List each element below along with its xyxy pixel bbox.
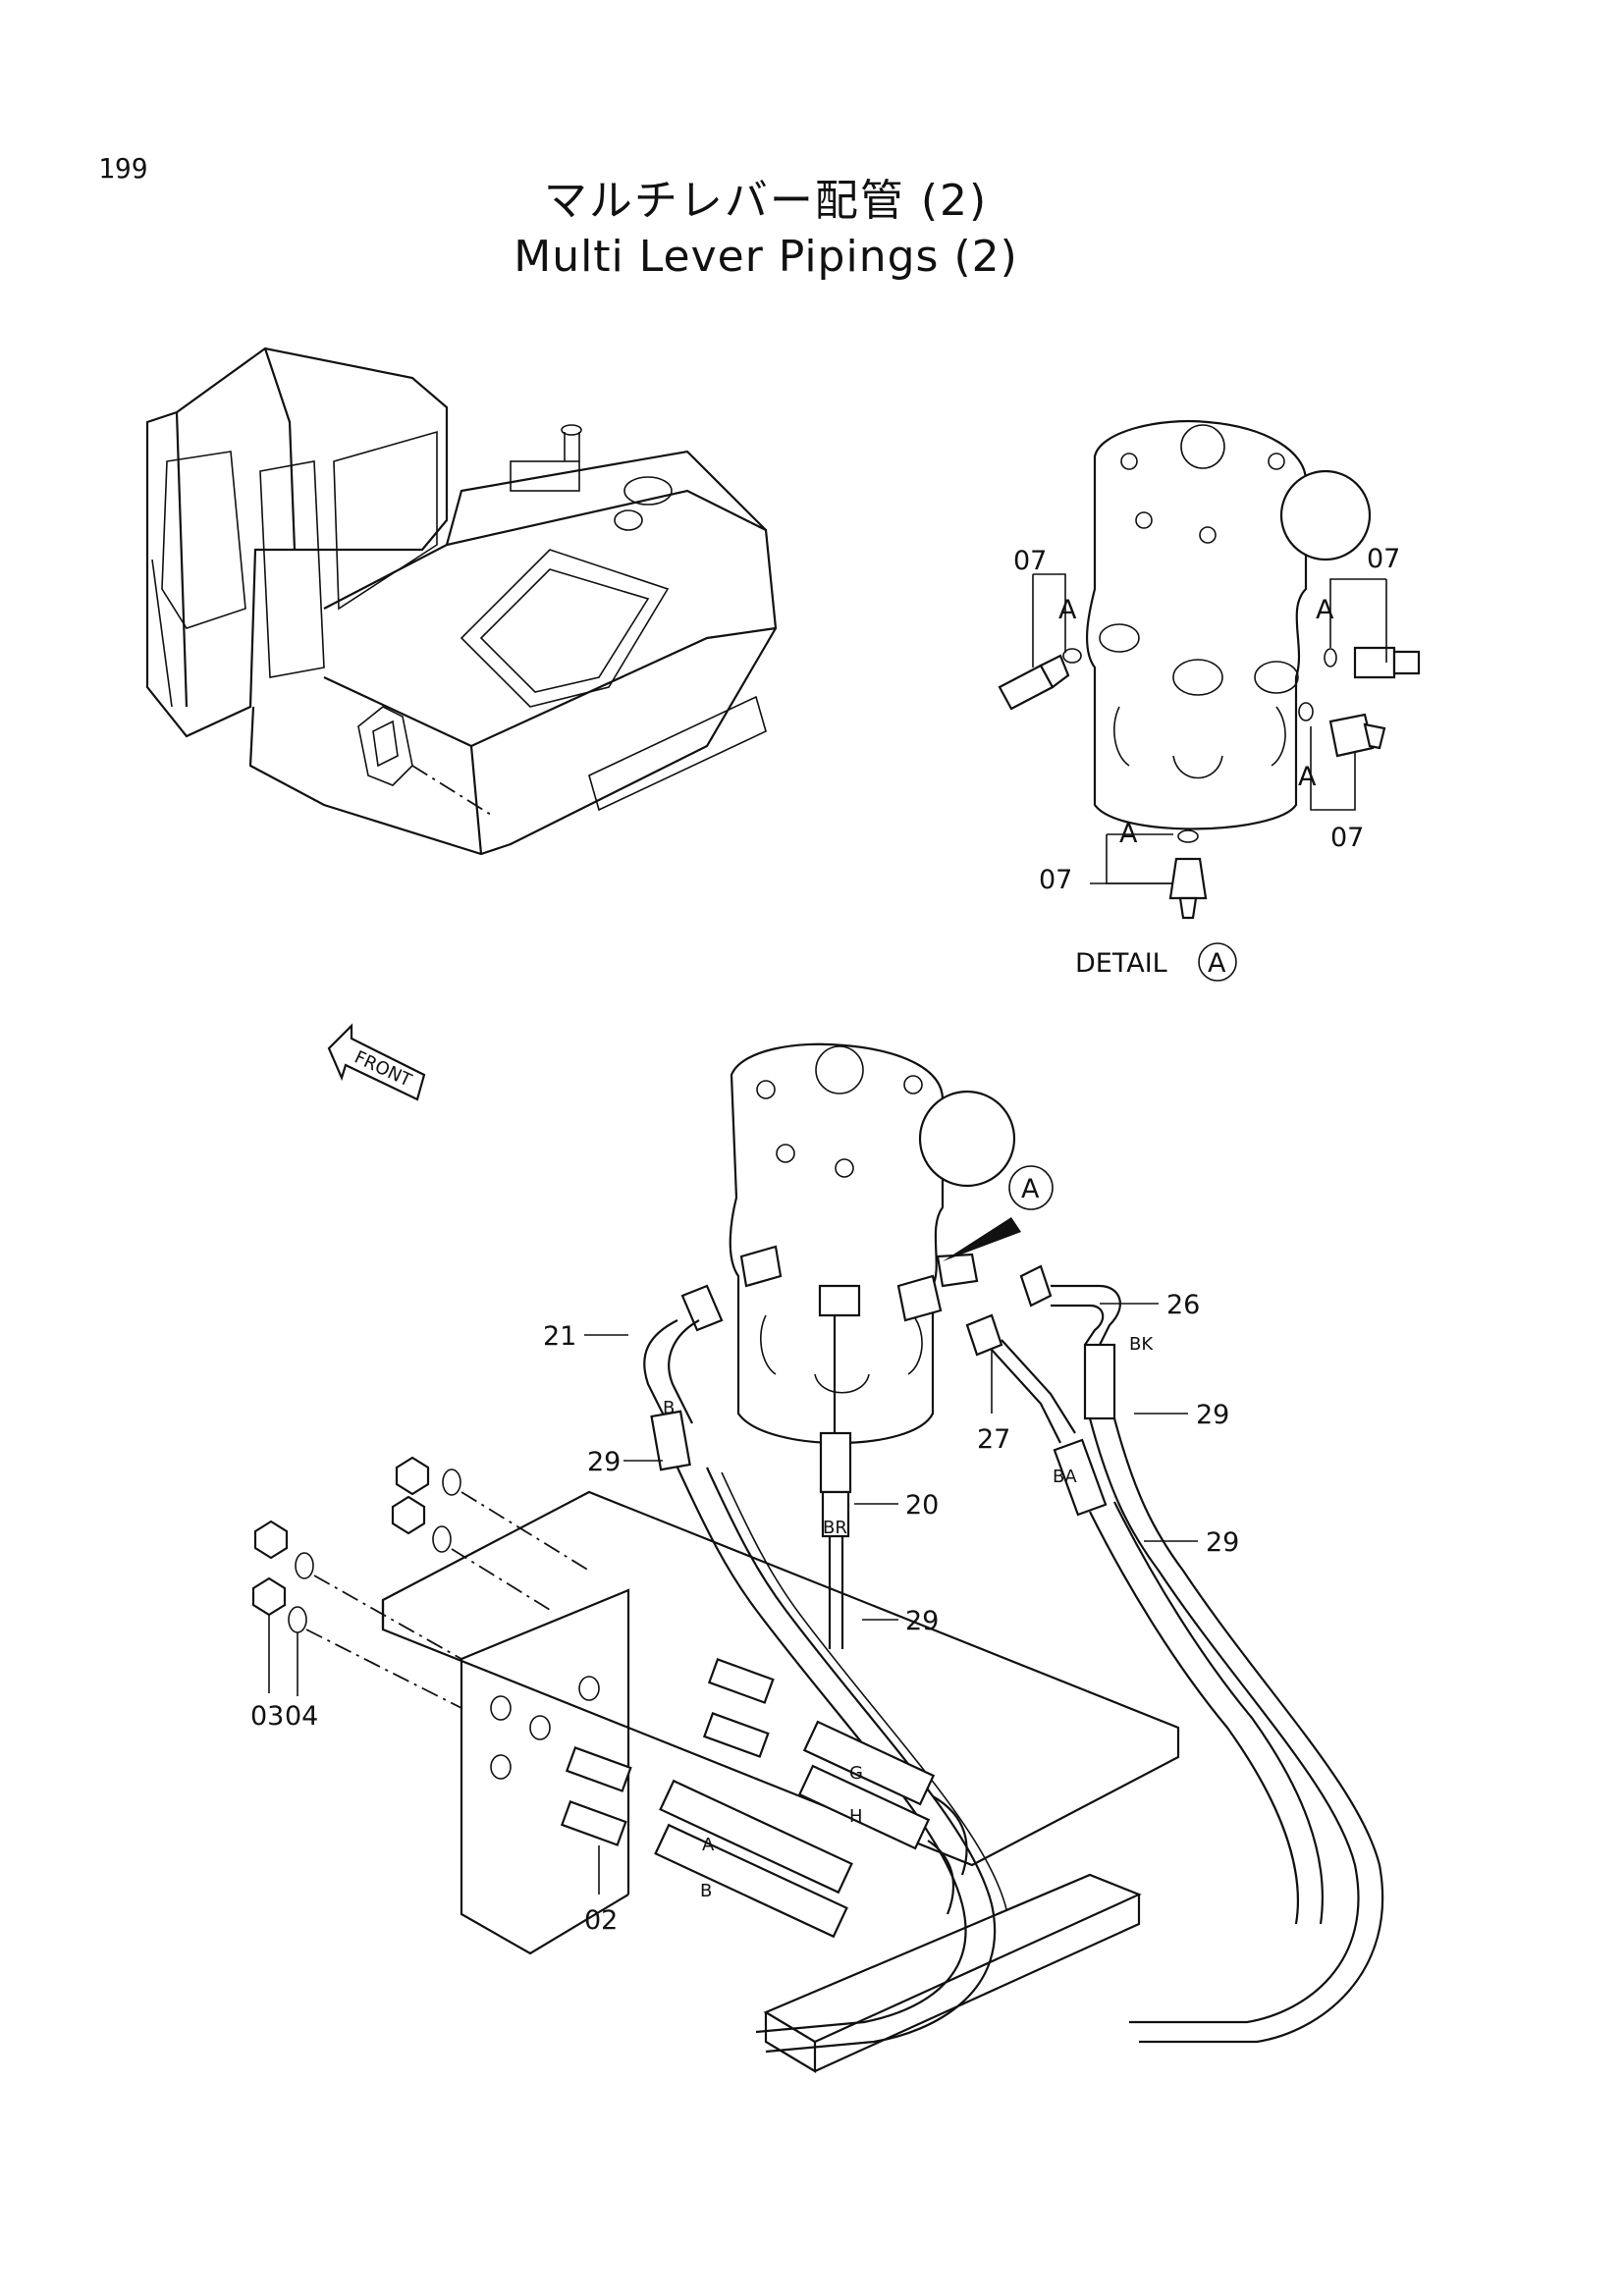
detail-a-left-top: A bbox=[1058, 595, 1077, 625]
part-20-label: 20 bbox=[905, 1490, 939, 1521]
part-21-label: 21 bbox=[543, 1321, 576, 1352]
main-assembly: A bbox=[250, 1042, 1384, 2073]
part-02-label: 02 bbox=[584, 1905, 618, 1936]
hose-tag-br: BR bbox=[823, 1518, 847, 1538]
excavator-overview bbox=[145, 347, 778, 856]
adapters bbox=[560, 1658, 775, 1895]
detail-part-07-right-bottom: 07 bbox=[1330, 823, 1364, 853]
hose-tag-g: G bbox=[849, 1763, 863, 1784]
part-29-label-left: 29 bbox=[587, 1447, 621, 1477]
detail-part-07-bottom: 07 bbox=[1039, 865, 1072, 895]
part-29-label-center: 29 bbox=[905, 1606, 939, 1636]
detail-part-07-left-top: 07 bbox=[1013, 546, 1047, 576]
detail-label: DETAIL bbox=[1075, 948, 1167, 979]
hose-tag-ba: BA bbox=[1053, 1467, 1077, 1487]
hose-tag-b-upper: B bbox=[663, 1398, 675, 1418]
page-number: 199 bbox=[98, 152, 148, 185]
hose-tag-b-lower: B bbox=[700, 1881, 712, 1901]
callout-marker: A bbox=[1021, 1174, 1040, 1204]
nuts-washers bbox=[251, 1456, 590, 1709]
part-29-label-right-bottom: 29 bbox=[1206, 1527, 1239, 1558]
detail-a-right-top: A bbox=[1316, 595, 1334, 625]
hose-tag-bk: BK bbox=[1129, 1334, 1154, 1355]
detail-a-bottom: A bbox=[1119, 819, 1138, 849]
part-26-label: 26 bbox=[1166, 1290, 1200, 1320]
part-27-label: 27 bbox=[977, 1424, 1010, 1455]
detail-marker: A bbox=[1208, 948, 1226, 979]
part-04-label: 04 bbox=[285, 1701, 318, 1732]
title-english: Multi Lever Pipings (2) bbox=[514, 232, 1018, 282]
detail-a-view: 07 A 07 A A 07 A 07 DETAIL A bbox=[998, 420, 1421, 982]
hose-end-fittings bbox=[654, 1720, 968, 1939]
hose-tag-a: A bbox=[702, 1835, 715, 1855]
detail-a-right-bottom: A bbox=[1298, 762, 1317, 792]
title-japanese: マルチレバー配管 (2) bbox=[543, 176, 989, 226]
part-29-label-right-top: 29 bbox=[1196, 1400, 1229, 1430]
part-03-label: 03 bbox=[250, 1701, 284, 1732]
detail-part-07-right-top: 07 bbox=[1367, 544, 1400, 574]
hose-tag-h: H bbox=[849, 1806, 863, 1827]
front-arrow: FRONT bbox=[327, 1023, 426, 1101]
